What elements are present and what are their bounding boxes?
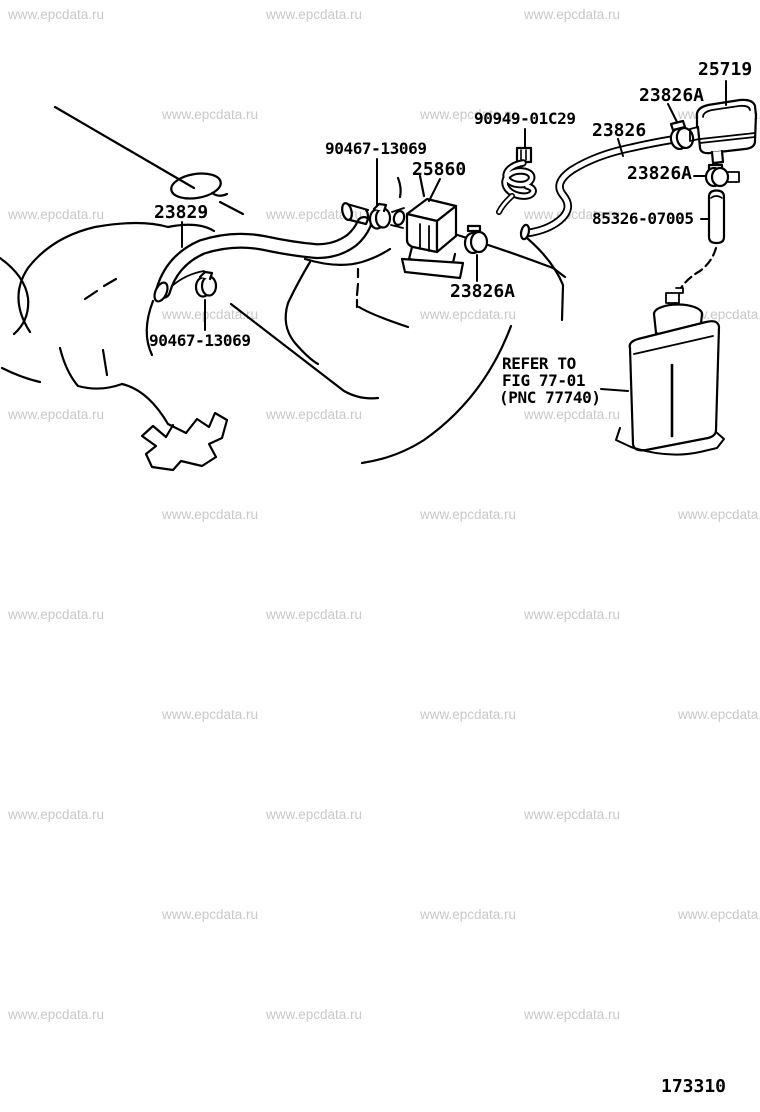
pipe-stub-drawing (341, 202, 370, 226)
part-label-90467-top: 90467-13069 (325, 139, 427, 158)
clamp-90467-lower-drawing (194, 270, 218, 298)
watermark-text: www.epcdata.ru (162, 307, 259, 322)
refer-note-line3: (PNC 77740) (499, 388, 601, 407)
hose-23826-drawing (519, 135, 675, 241)
watermark-text: www.epcdata.ru (266, 407, 363, 422)
clamp-23826a-lower-drawing (463, 224, 489, 255)
watermark-text: www.epcdata.ru (678, 907, 760, 922)
part-label-25860: 25860 (412, 159, 467, 180)
watermark-text: www.epcdata.ru (524, 7, 621, 22)
figure-number: 173310 (661, 1076, 727, 1097)
watermark-text: www.epcdata.ru (162, 907, 259, 922)
watermark-text: www.epcdata.ru (8, 807, 105, 822)
watermark-text: www.epcdata.ru (8, 1007, 105, 1022)
watermark-text: www.epcdata.ru (266, 1007, 363, 1022)
part-label-85326: 85326-07005 (592, 209, 694, 228)
watermark-text: www.epcdata.ru (162, 507, 259, 522)
part-25719-drawing (689, 98, 758, 171)
canister-drawing (615, 287, 725, 456)
watermark-text: www.epcdata.ru (8, 207, 105, 222)
part-label-23826a-top: 23826A (639, 85, 705, 106)
part-label-90949-01c29: 90949-01C29 (474, 109, 576, 128)
watermark-text: www.epcdata.ru (678, 507, 760, 522)
watermark-text: www.epcdata.ru (524, 1007, 621, 1022)
engine-outline-drawing (0, 105, 567, 472)
watermark-text: www.epcdata.ru (524, 407, 621, 422)
part-label-90467-lower: 90467-13069 (149, 331, 251, 350)
watermark-text: www.epcdata.ru (678, 707, 760, 722)
watermark-text: www.epcdata.ru (524, 207, 621, 222)
clamp-90949-drawing (496, 146, 537, 215)
clamp-23826a-right-drawing (704, 163, 740, 188)
clamp-90467-upper-drawing (368, 202, 392, 230)
watermark-text: www.epcdata.ru (162, 707, 259, 722)
watermark-text: www.epcdata.ru (420, 907, 517, 922)
refer-note-line1: REFER TO (502, 354, 576, 373)
hose-23829-drawing (153, 216, 372, 303)
watermark-text: www.epcdata.ru (524, 807, 621, 822)
watermark-text: www.epcdata.ru (266, 607, 363, 622)
part-label-25719: 25719 (698, 59, 753, 80)
valve-25860-drawing (390, 197, 465, 280)
watermark-text: www.epcdata.ru (420, 307, 517, 322)
watermark-text: www.epcdata.ru (420, 707, 517, 722)
watermark-text: www.epcdata.ru (266, 207, 363, 222)
watermark-text: www.epcdata.ru (266, 7, 363, 22)
watermark-text: www.epcdata.ru (162, 107, 259, 122)
watermark-text: www.epcdata.ru (266, 807, 363, 822)
refer-note-line2: FIG 77-01 (502, 371, 586, 390)
watermark-text: www.epcdata.ru (524, 607, 621, 622)
leader-lines (181, 80, 727, 392)
watermark-text: www.epcdata.ru (420, 107, 517, 122)
clamp-23826a-top-drawing (669, 119, 695, 151)
part-label-23826a-lower: 23826A (450, 281, 516, 302)
watermark-text: www.epcdata.ru (420, 507, 517, 522)
part-label-23826: 23826 (592, 120, 647, 141)
tube-85326-drawing (707, 189, 726, 245)
watermark-text: www.epcdata.ru (8, 407, 105, 422)
part-label-23826a-right: 23826A (627, 163, 693, 184)
part-label-23829: 23829 (154, 202, 209, 223)
watermark-text: www.epcdata.ru (8, 607, 105, 622)
dashed-connector (674, 246, 718, 302)
watermark-text: www.epcdata.ru (8, 7, 105, 22)
